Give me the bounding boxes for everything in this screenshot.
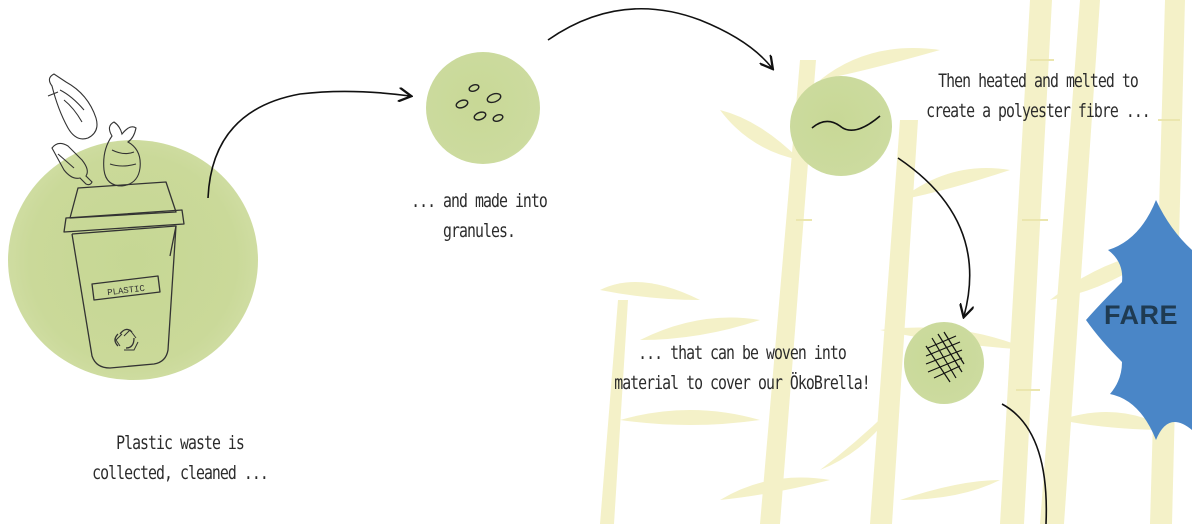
step-granules-line2: granules.: [389, 216, 568, 246]
arrow-icon: [1002, 404, 1046, 524]
step-collect-line1: Plastic waste is: [86, 428, 273, 458]
arrow-icon: [898, 158, 970, 316]
plastic-bottle-icon: [52, 143, 92, 184]
step-collect-line2: collected, cleaned ...: [86, 458, 273, 488]
step-woven-caption: ... that can be woven into material to c…: [588, 338, 897, 398]
step-woven-line2: material to cover our ÖkoBrella!: [588, 368, 897, 398]
step-granules-caption: ... and made into granules.: [389, 186, 568, 246]
arrow-icon: [548, 9, 772, 68]
step-fibre-line1: Then heated and melted to: [915, 66, 1161, 96]
recycling-bin-icon: [64, 182, 184, 368]
step-fibre-line2: create a polyester fibre ...: [915, 96, 1161, 126]
step-fibre-caption: Then heated and melted to create a polye…: [915, 66, 1161, 126]
fare-badge-text: FARE: [1104, 300, 1178, 331]
recycle-symbol-icon: [116, 330, 138, 350]
step-granules-line1: ... and made into: [389, 186, 568, 216]
plastic-bag-icon: [104, 122, 141, 186]
fibre-wave-icon: [812, 116, 880, 130]
arrow-icon: [208, 91, 410, 198]
step-woven-line1: ... that can be woven into: [588, 338, 897, 368]
granules-icon: [455, 83, 504, 122]
plastic-bottle-icon: [48, 74, 97, 139]
step-collect-caption: Plastic waste is collected, cleaned ...: [86, 428, 273, 488]
woven-mesh-icon: [926, 332, 964, 382]
